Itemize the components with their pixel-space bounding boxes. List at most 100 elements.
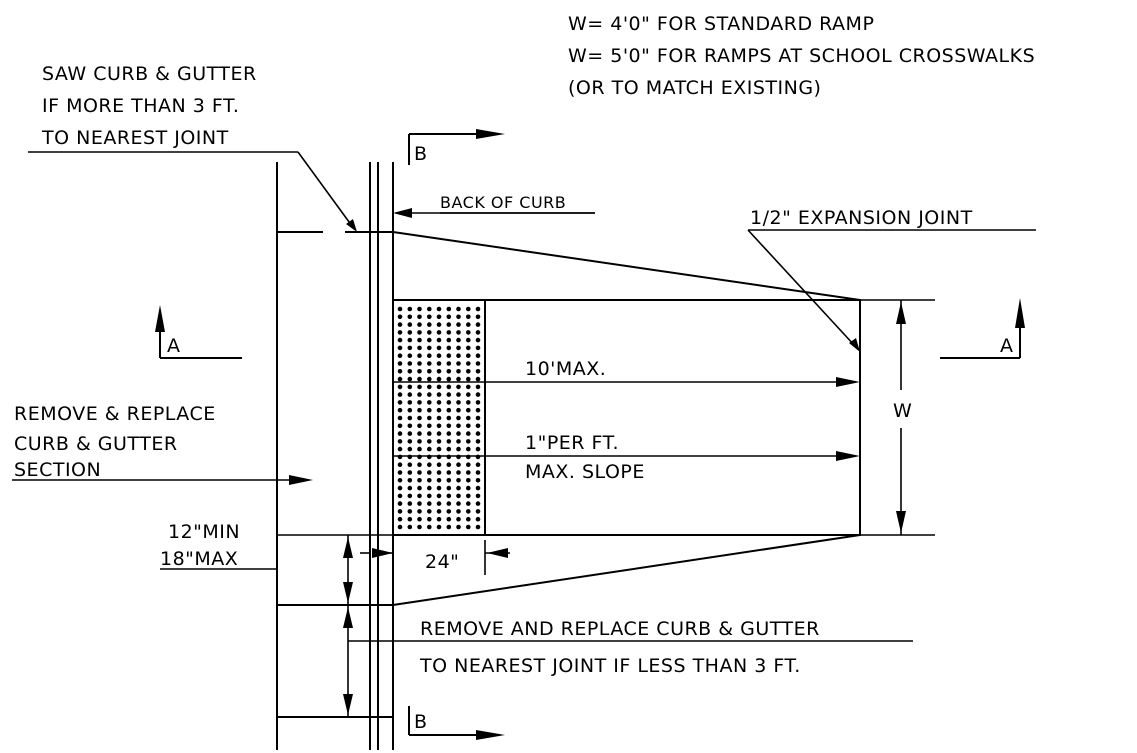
warning-dot — [456, 384, 461, 390]
warning-dot — [466, 369, 471, 374]
section-marker-b-top: B — [408, 129, 505, 165]
warning-dot — [407, 509, 413, 514]
warning-dot — [436, 470, 442, 475]
warning-dot — [446, 353, 452, 359]
warning-dot — [407, 431, 413, 436]
warning-dot — [466, 407, 471, 413]
warning-dot — [397, 314, 403, 320]
warning-dot — [456, 361, 461, 366]
warning-dot — [397, 478, 403, 483]
warning-dot — [427, 369, 432, 374]
warning-dot — [427, 361, 432, 366]
warning-dot — [475, 478, 481, 483]
warning-dot — [456, 330, 461, 335]
warning-dot — [436, 485, 442, 491]
section-marker-a-right: A — [940, 298, 1025, 359]
warning-dot — [475, 431, 481, 436]
warning-dot — [446, 478, 452, 483]
warning-dot — [436, 509, 442, 514]
warning-dot — [466, 337, 471, 343]
warning-dot — [436, 322, 442, 327]
warning-dot — [407, 524, 413, 530]
warning-dot — [466, 353, 471, 359]
warning-dot — [427, 337, 432, 343]
warning-dot — [475, 470, 481, 475]
warning-dot — [475, 353, 481, 359]
warning-dot — [417, 353, 422, 359]
warning-dot — [397, 415, 403, 421]
warning-dot — [397, 423, 403, 429]
warning-dot — [446, 407, 452, 413]
warning-dot — [466, 345, 471, 351]
warning-dot — [456, 415, 461, 421]
warning-dot — [427, 306, 432, 312]
warning-dot — [417, 470, 422, 475]
detectable-width-dimension: 24" — [360, 540, 510, 575]
warning-dot — [407, 423, 413, 429]
warning-dot — [446, 392, 452, 397]
warning-dot — [427, 384, 432, 390]
warning-dot — [417, 423, 422, 429]
warning-dot — [427, 376, 432, 382]
warning-dot — [436, 330, 442, 335]
warning-dot — [407, 392, 413, 397]
warning-dot — [475, 415, 481, 421]
warning-dot — [427, 446, 432, 452]
warning-dot — [466, 330, 471, 335]
expansion-joint-leader: 1/2" EXPANSION JOINT — [747, 207, 1036, 352]
warning-dot — [427, 423, 432, 429]
warning-dot — [436, 306, 442, 312]
warning-dot — [417, 431, 422, 436]
warning-dot — [466, 446, 471, 452]
curb-lines — [276, 162, 394, 750]
warning-dot — [407, 345, 413, 351]
warning-dot — [427, 431, 432, 436]
warning-dot — [446, 423, 452, 429]
warning-dot — [446, 431, 452, 436]
warning-dot — [466, 314, 471, 320]
warning-dot — [456, 376, 461, 382]
warning-dot — [407, 384, 413, 390]
warning-dot — [417, 369, 422, 374]
warning-dot — [446, 361, 452, 366]
warning-dot — [436, 384, 442, 390]
warning-dot — [466, 516, 471, 522]
warning-dot — [417, 376, 422, 382]
warning-dot — [397, 392, 403, 397]
warning-dot — [397, 462, 403, 468]
warning-dot — [466, 376, 471, 382]
warning-dot — [427, 392, 432, 397]
warning-dot — [407, 353, 413, 359]
warning-dot — [456, 524, 461, 530]
label-remove-section-2: CURB & GUTTER — [14, 433, 178, 455]
warning-dot — [456, 407, 461, 413]
warning-dot — [466, 470, 471, 475]
section-a-left-label: A — [167, 335, 181, 357]
warning-dot — [475, 306, 481, 312]
warning-dot — [466, 478, 471, 483]
warning-dot — [407, 407, 413, 413]
warning-dot — [417, 516, 422, 522]
warning-dot — [417, 337, 422, 343]
warning-dot — [427, 485, 432, 491]
warning-dot — [446, 470, 452, 475]
warning-dot — [417, 384, 422, 390]
warning-dot — [417, 478, 422, 483]
warning-dot — [427, 330, 432, 335]
warning-dot — [466, 423, 471, 429]
offset-dimension: 12"MIN 18"MAX — [160, 521, 393, 605]
warning-dot — [427, 314, 432, 320]
warning-dot — [417, 361, 422, 366]
warning-dot — [456, 470, 461, 475]
warning-dot — [417, 524, 422, 530]
warning-dot — [436, 501, 442, 506]
warning-dot — [436, 423, 442, 429]
label-remove-section-1: REMOVE & REPLACE — [14, 403, 216, 425]
warning-dot — [436, 431, 442, 436]
warning-dot — [456, 509, 461, 514]
warning-dot — [446, 337, 452, 343]
warning-dot — [436, 353, 442, 359]
warning-dot — [436, 462, 442, 468]
warning-dot — [397, 516, 403, 522]
label-detectable-width: 24" — [425, 551, 459, 573]
